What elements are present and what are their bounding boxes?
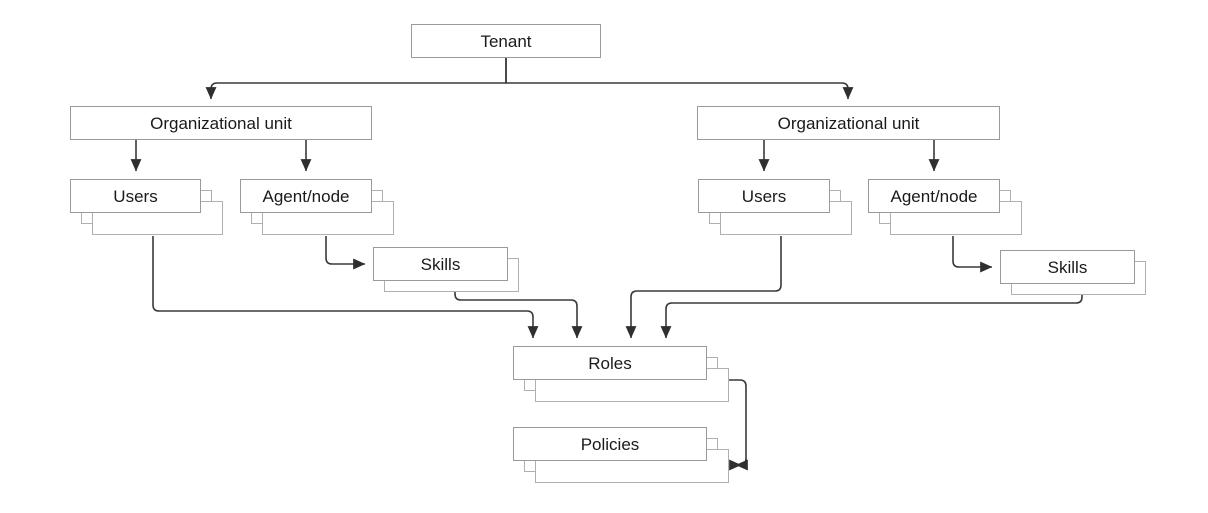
node-skills-left-label: Skills [420, 254, 461, 274]
node-users-right[interactable]: Users [698, 179, 852, 235]
node-tenant-label-box[interactable]: Tenant [411, 24, 601, 58]
node-skills-right-label-box[interactable]: Skills [1000, 250, 1135, 284]
node-users-right-label: Users [741, 186, 787, 206]
node-agent-right[interactable]: Agent/node [868, 179, 1022, 235]
node-tenant[interactable]: Tenant [411, 24, 601, 58]
edge-users-left-to-roles [152, 236, 539, 339]
node-agent-right-label-box[interactable]: Agent/node [868, 179, 1000, 213]
node-policies-label-box[interactable]: Policies [513, 427, 707, 461]
node-agent-left[interactable]: Agent/node [240, 179, 394, 235]
edge-agent-right-to-skills-right [952, 236, 993, 273]
node-policies-label: Policies [580, 434, 640, 454]
node-ou-left-label-box[interactable]: Organizational unit [70, 106, 372, 140]
edge-skills-right-to-roles [660, 295, 1083, 339]
node-ou-right-label-box[interactable]: Organizational unit [697, 106, 1000, 140]
node-agent-left-label: Agent/node [262, 186, 350, 206]
node-roles-label-box[interactable]: Roles [513, 346, 707, 380]
node-users-left-label-box[interactable]: Users [70, 179, 201, 213]
edge-roles-to-policies [729, 379, 747, 471]
node-ou-left[interactable]: Organizational unit [70, 106, 372, 140]
node-skills-right[interactable]: Skills [1000, 250, 1146, 295]
node-policies[interactable]: Policies [513, 427, 729, 483]
node-skills-left[interactable]: Skills [373, 247, 519, 292]
node-ou-right[interactable]: Organizational unit [697, 106, 1000, 140]
node-roles[interactable]: Roles [513, 346, 729, 402]
node-skills-left-label-box[interactable]: Skills [373, 247, 508, 281]
edge-agent-left-to-skills-left [325, 236, 366, 270]
node-ou-left-label: Organizational unit [150, 113, 292, 133]
node-users-left-label: Users [113, 186, 158, 206]
edge-users-right-to-roles [625, 236, 782, 339]
node-ou-right-label: Organizational unit [777, 113, 920, 133]
edge-roles-to-policies-tail [735, 458, 748, 471]
node-agent-left-label-box[interactable]: Agent/node [240, 179, 372, 213]
edge-tenant-to-ou-left [205, 58, 507, 100]
node-users-left[interactable]: Users [70, 179, 223, 235]
node-roles-label: Roles [588, 353, 632, 373]
edge-tenant-to-ou-right [505, 58, 854, 100]
edge-skills-left-to-roles [454, 292, 583, 339]
node-tenant-label: Tenant [480, 31, 532, 51]
node-skills-right-label: Skills [1047, 257, 1088, 277]
node-agent-right-label: Agent/node [890, 186, 978, 206]
node-users-right-label-box[interactable]: Users [698, 179, 830, 213]
